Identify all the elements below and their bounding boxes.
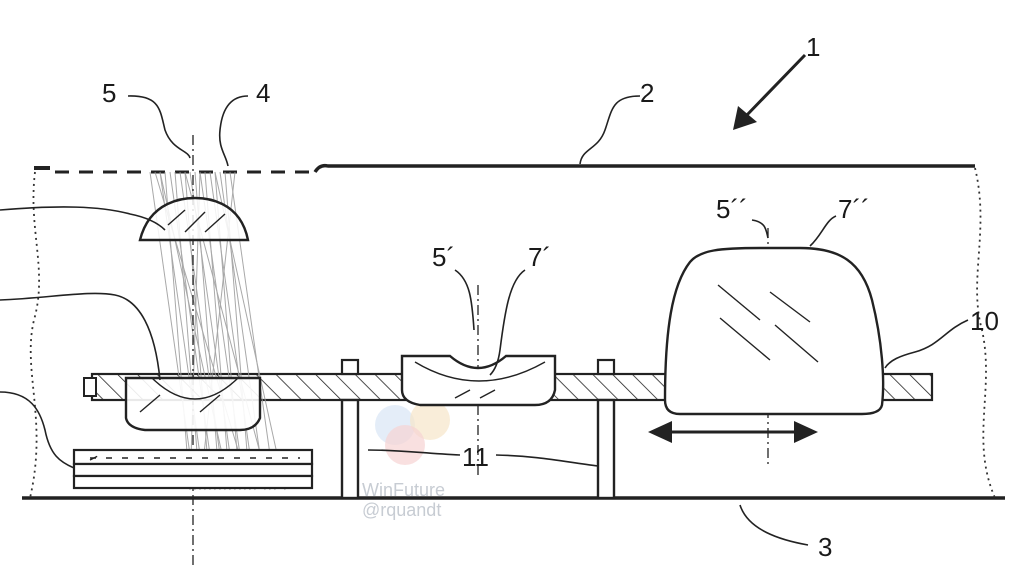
- watermark-line2: @rquandt: [362, 500, 441, 520]
- watermark-line1: WinFuture: [362, 480, 445, 500]
- label-5-double-prime: 5´´: [716, 194, 748, 224]
- label-7-prime: 7´: [528, 242, 551, 272]
- label-2: 2: [640, 78, 654, 108]
- figure-arrow: [733, 53, 807, 130]
- movement-double-arrow: [648, 421, 818, 443]
- watermark: WinFuture @rquandt: [362, 400, 450, 520]
- label-1: 1: [806, 32, 820, 62]
- leader-lines: [0, 95, 969, 546]
- support-posts: [340, 358, 616, 500]
- upper-lens: [138, 196, 250, 242]
- movable-lens: [663, 246, 885, 416]
- label-7-double-prime: 7´´: [838, 194, 870, 224]
- break-line-left: [29, 171, 40, 499]
- break-line-right: [974, 167, 996, 499]
- label-10: 10: [970, 306, 999, 336]
- label-11: 11: [462, 442, 489, 472]
- label-4: 4: [256, 78, 270, 108]
- label-3: 3: [818, 532, 832, 562]
- lower-lens: [124, 376, 262, 432]
- label-5-prime: 5´: [432, 242, 455, 272]
- sensor-stack: [72, 448, 314, 490]
- middle-lens: [400, 354, 557, 407]
- housing-top: [34, 163, 975, 174]
- label-5: 5: [102, 78, 116, 108]
